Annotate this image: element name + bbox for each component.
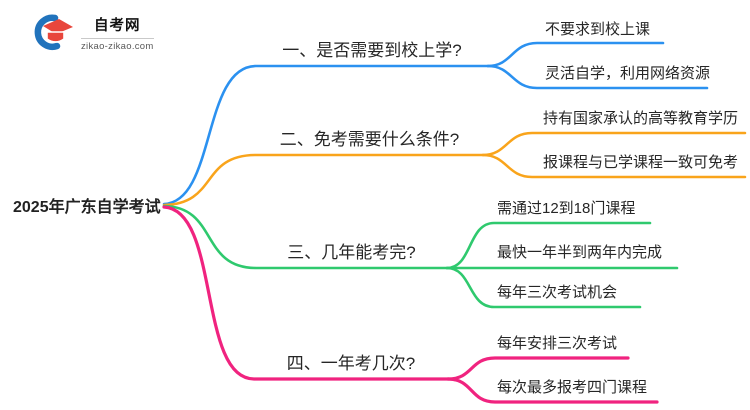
branch-1-child-2-line: [486, 64, 709, 90]
logo-crescent-shape: [34, 14, 61, 50]
site-logo: 自考网 zikao-zikao.com: [26, 13, 154, 53]
branch-3-child-3-label: 每年三次考试机会: [497, 284, 618, 301]
logo-cap-board-shape: [43, 19, 73, 34]
branch-4-trunk: [162, 205, 450, 381]
branch-1-trunk: [162, 64, 490, 206]
branch-2-curves: [162, 131, 747, 207]
logo-text-block: 自考网 zikao-zikao.com: [81, 14, 154, 52]
branch-3-curves: [162, 204, 679, 309]
logo-domain: zikao-zikao.com: [81, 41, 154, 52]
logo-title: 自考网: [81, 14, 154, 39]
branch-4-curves: [162, 205, 659, 404]
branch-2-child-1-line: [481, 131, 747, 157]
branch-2-child-1-label: 持有国家承认的高等教育学历: [543, 110, 739, 127]
branch-1-curves: [162, 41, 709, 206]
branch-4-label: 四、一年考几次?: [286, 354, 416, 373]
branch-1-label: 一、是否需要到校上学?: [282, 41, 462, 60]
branch-4-child-2-label: 每次最多报考四门课程: [497, 379, 648, 396]
branch-4-child-1-label: 每年安排三次考试: [497, 335, 618, 352]
graduation-cap-icon: [34, 14, 73, 50]
branch-3-trunk: [162, 204, 449, 270]
root-node-label: 2025年广东自学考试: [13, 199, 161, 216]
branch-3-child-3-line: [445, 266, 642, 309]
branch-2-child-2-line: [481, 153, 747, 179]
branch-1-child-1-label: 不要求到校上课: [545, 21, 651, 38]
branch-3-child-2-label: 最快一年半到两年内完成: [497, 244, 663, 261]
branch-4-child-1-line: [446, 356, 630, 381]
branch-2-trunk: [162, 153, 485, 207]
branch-3-child-1-label: 需通过12到18门课程: [497, 200, 636, 217]
branch-1-child-2-label: 灵活自学，利用网络资源: [545, 65, 711, 82]
branch-1-child-1-line: [486, 41, 665, 68]
branch-2-child-2-label: 报课程与已学课程一致可免考: [543, 154, 739, 171]
branch-3-label: 三、几年能考完?: [287, 243, 416, 262]
branch-3-child-1-line: [445, 221, 652, 270]
branch-4-child-2-line: [446, 377, 659, 404]
logo-cap-base-shape: [46, 31, 65, 43]
branch-2-label: 二、免考需要什么条件?: [279, 130, 460, 149]
